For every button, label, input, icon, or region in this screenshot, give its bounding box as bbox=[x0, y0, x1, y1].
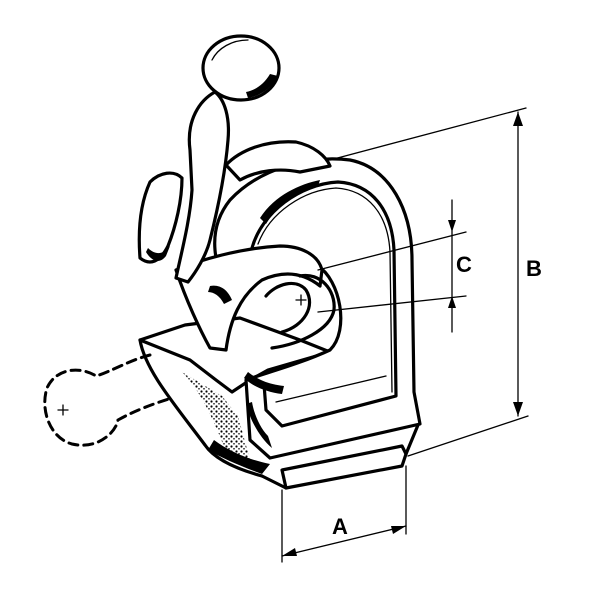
dashed-lever-alt-position bbox=[43, 353, 174, 447]
dimension-c-label: C bbox=[456, 252, 472, 277]
dimension-a: A bbox=[281, 465, 407, 563]
dimension-a-label: A bbox=[332, 514, 348, 539]
lever-handle bbox=[137, 90, 332, 284]
hook-body bbox=[213, 157, 422, 460]
lever-knob bbox=[201, 34, 281, 102]
dimension-b-label: B bbox=[526, 256, 542, 281]
inner-jaw bbox=[174, 244, 336, 394]
dimension-c: C bbox=[317, 199, 472, 333]
base-plate bbox=[138, 316, 420, 490]
dimension-b: B bbox=[329, 107, 542, 457]
